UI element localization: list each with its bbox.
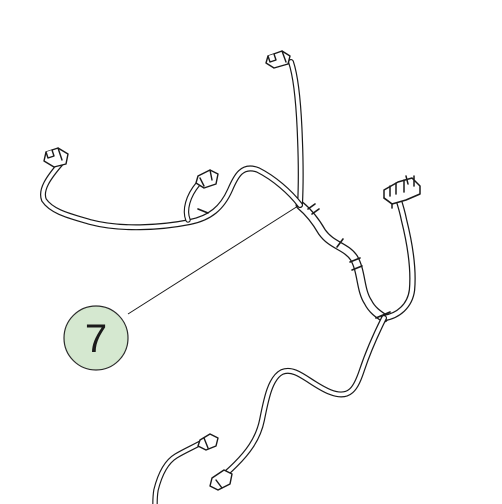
lower-branch-cable — [219, 315, 387, 479]
wiring-harness — [40, 50, 421, 504]
left-connector — [43, 147, 69, 168]
top-connector — [265, 50, 291, 69]
callout-circle — [63, 305, 129, 371]
middle-connector — [195, 169, 219, 189]
right-large-connector — [383, 175, 421, 209]
main-trunk-cable — [295, 200, 389, 323]
cable-sleeve-bands — [197, 203, 391, 319]
bottom-pigtail-cable — [152, 437, 209, 504]
callout-leader-line — [127, 205, 299, 315]
bottom-connector — [209, 469, 233, 491]
top-branch-cable — [288, 59, 304, 208]
callout-badge: 7 — [63, 305, 129, 371]
bottom-left-connector — [197, 433, 219, 451]
right-branch-cable — [380, 194, 416, 322]
callout-number: 7 — [85, 317, 107, 361]
left-branch-cable — [40, 159, 303, 231]
